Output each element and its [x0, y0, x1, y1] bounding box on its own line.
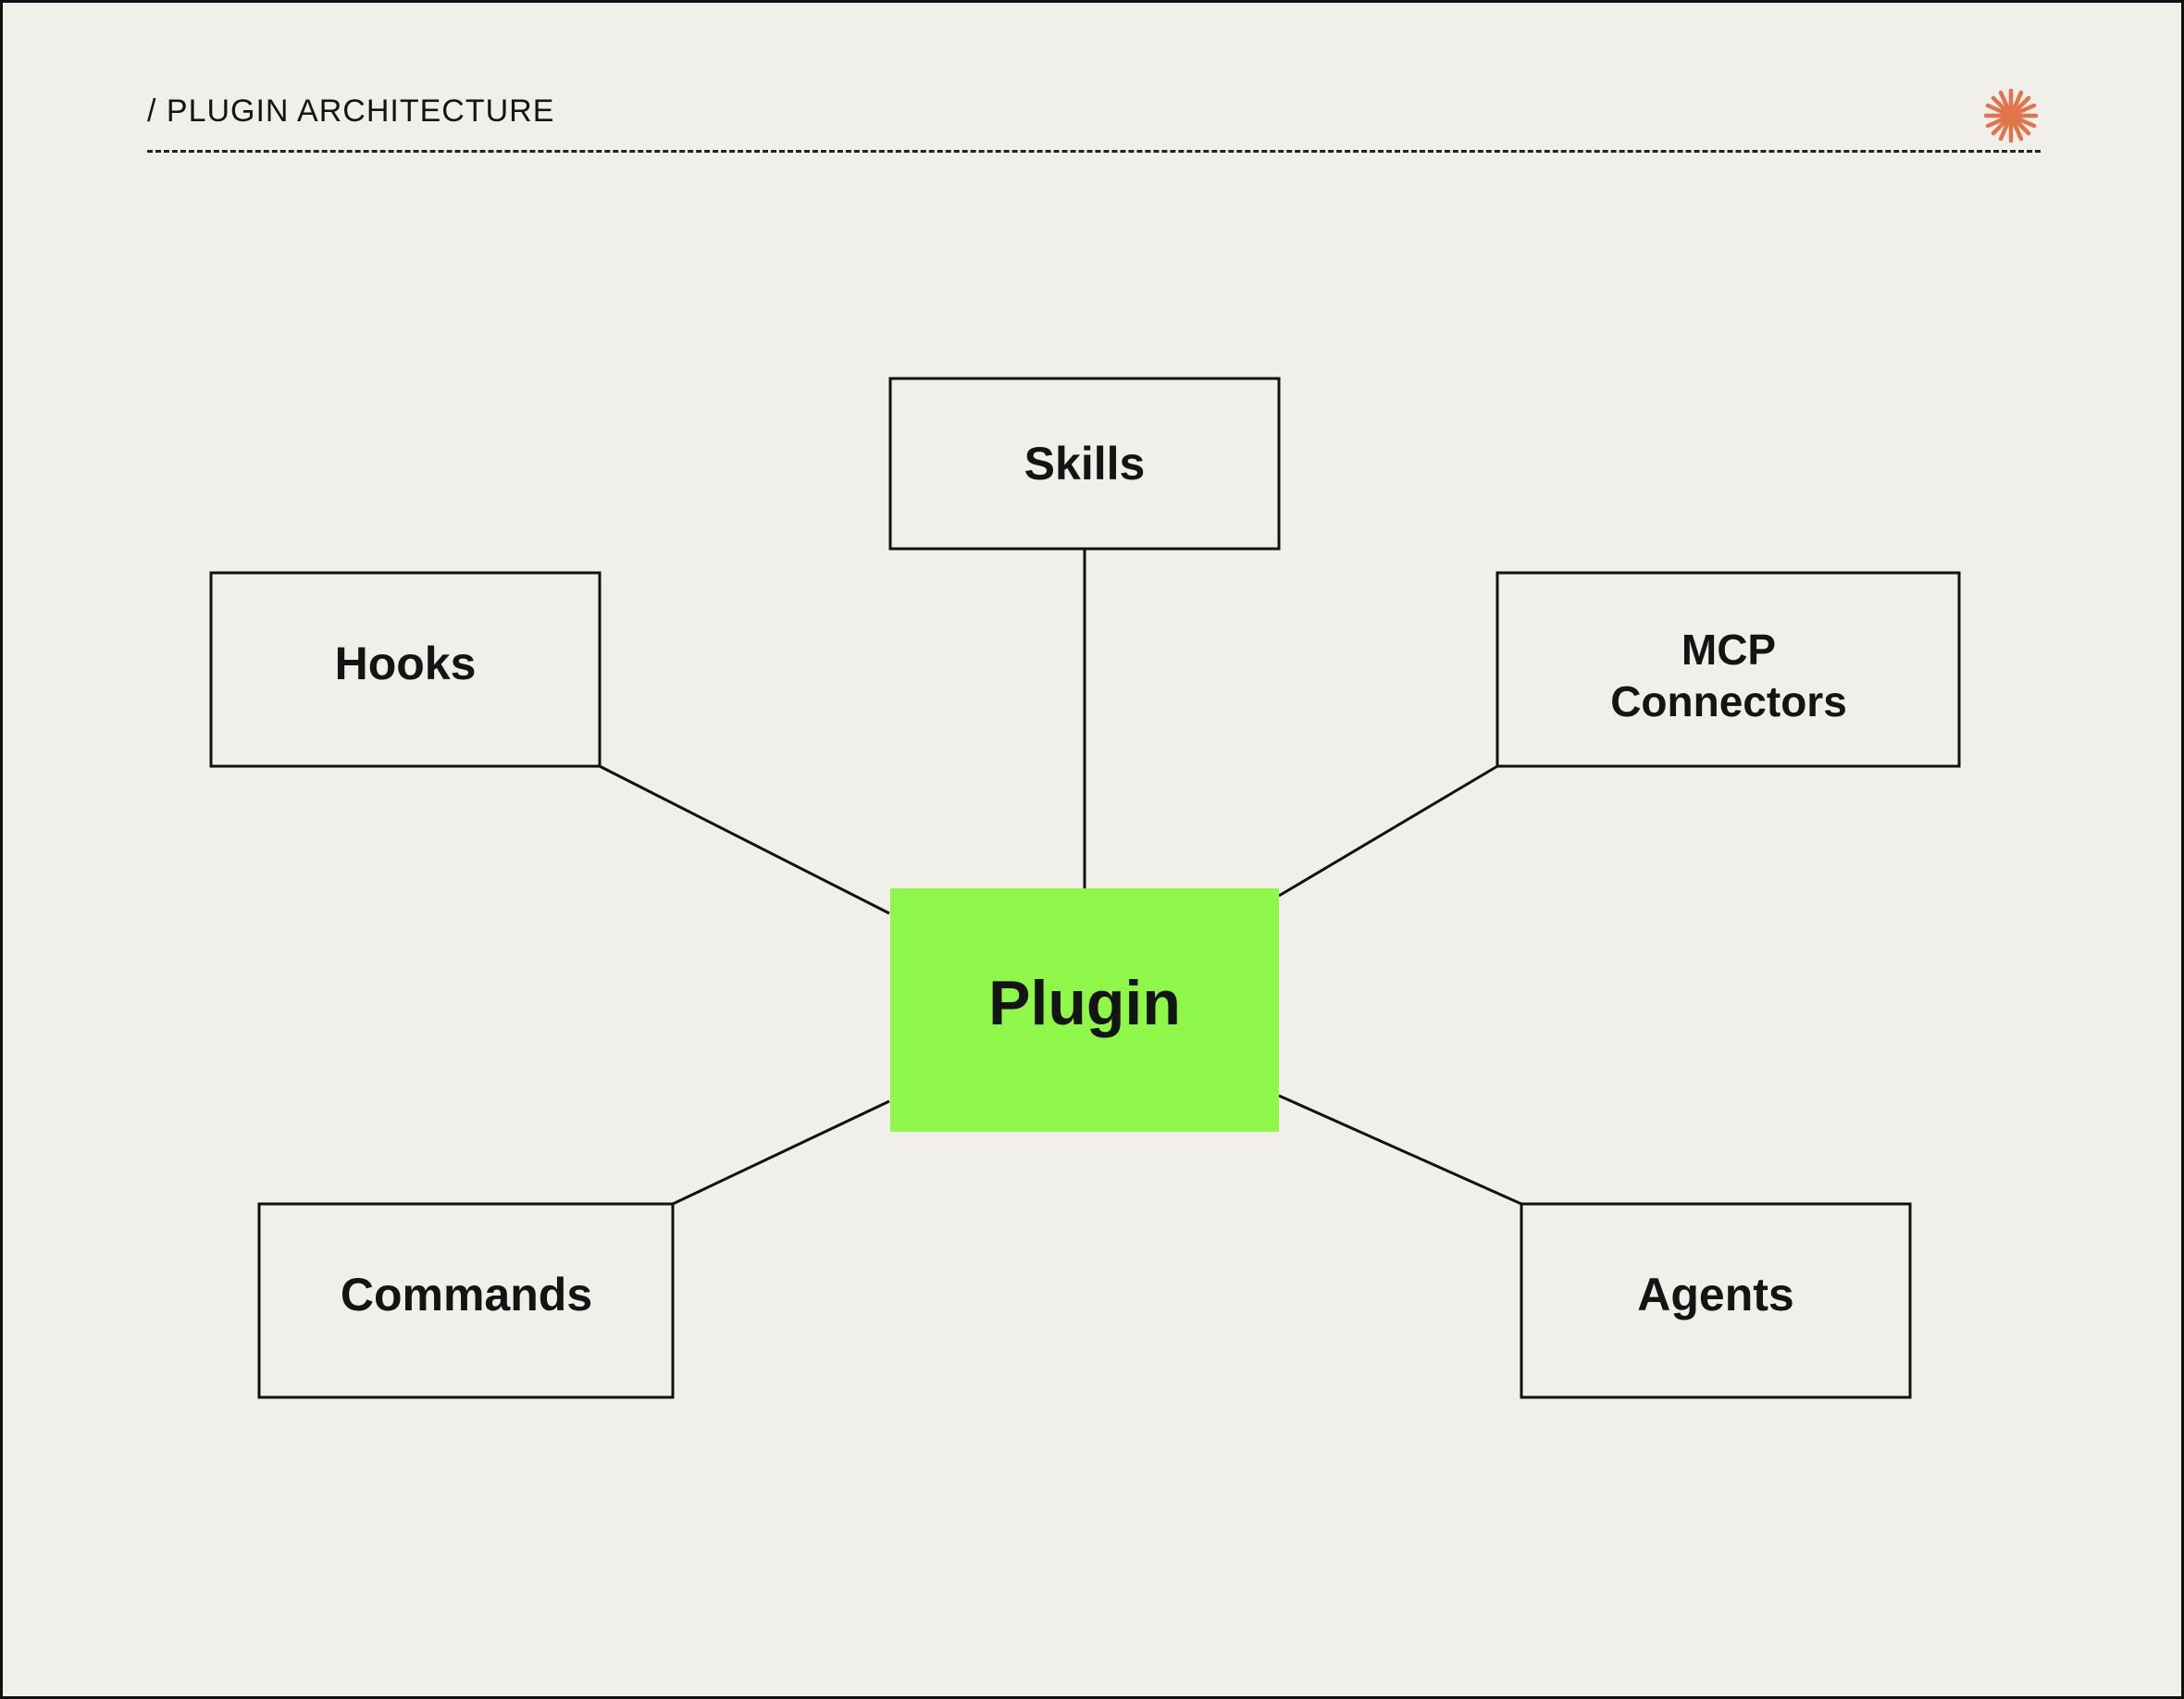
- page-title: / PLUGIN ARCHITECTURE: [147, 93, 555, 129]
- header-divider: [147, 150, 2041, 153]
- node-plugin-label: Plugin: [988, 968, 1181, 1038]
- connector-agents: [1278, 1094, 1522, 1206]
- node-mcp-label-line2: Connectors: [1610, 677, 1847, 725]
- node-mcp-connectors: MCP Connectors: [1495, 571, 1961, 768]
- connector-commands: [672, 1099, 890, 1206]
- node-commands-label: Commands: [341, 1269, 592, 1321]
- connector-hooks: [599, 764, 890, 915]
- node-agents-label: Agents: [1637, 1269, 1793, 1321]
- orange-asterisk-icon: [1983, 88, 2039, 143]
- node-plugin-center: Plugin: [890, 888, 1279, 1132]
- node-hooks-label: Hooks: [335, 638, 477, 689]
- node-commands: Commands: [257, 1202, 675, 1399]
- plugin-architecture-diagram: Skills Hooks MCP Connectors Commands Age…: [209, 377, 1961, 1399]
- node-skills-label: Skills: [1024, 438, 1146, 490]
- node-hooks: Hooks: [209, 571, 602, 768]
- node-mcp-label-line1: MCP: [1681, 626, 1776, 674]
- node-agents: Agents: [1520, 1202, 1912, 1399]
- connector-mcp: [1278, 764, 1498, 898]
- node-skills: Skills: [888, 377, 1281, 551]
